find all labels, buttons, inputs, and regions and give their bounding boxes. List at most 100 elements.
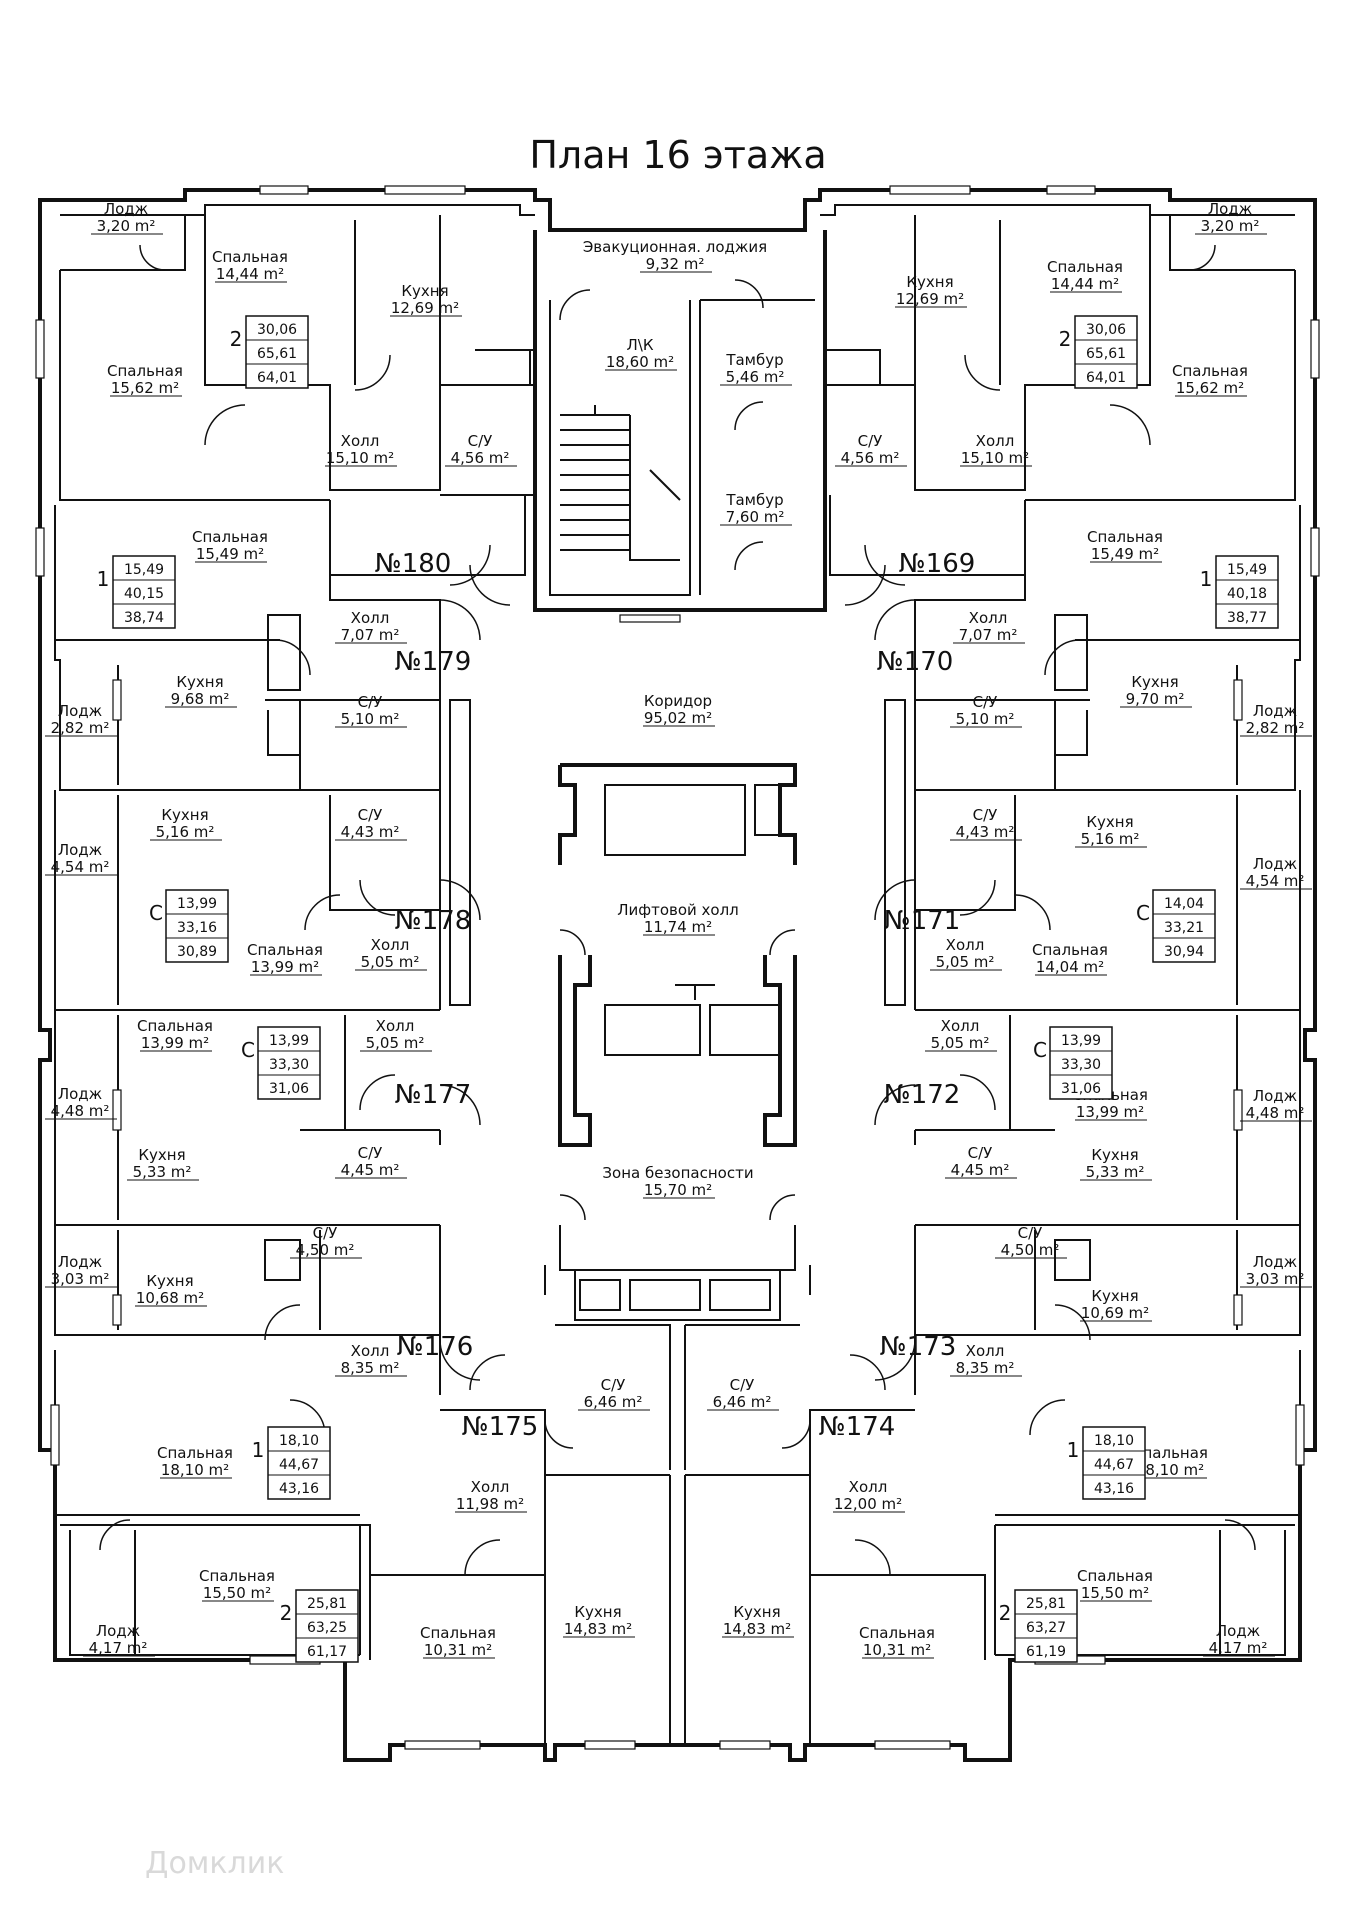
total-area: 63,25 [307, 1620, 347, 1636]
room-area: 15,70 m² [644, 1181, 712, 1199]
room-name: Тамбур [725, 491, 783, 509]
net-area: 43,16 [1094, 1481, 1134, 1497]
total-area: 33,30 [269, 1057, 309, 1073]
room-name: Холл [946, 936, 985, 954]
room-area: 15,50 m² [203, 1584, 271, 1602]
room-area: 11,74 m² [644, 918, 712, 936]
room-area: 4,50 m² [1001, 1241, 1060, 1259]
room-area: 14,44 m² [216, 265, 284, 283]
walls [38, 188, 1317, 1762]
room-area: 4,17 m² [89, 1639, 148, 1657]
room-count: 1 [1200, 567, 1213, 591]
room-name: С/У [968, 1144, 993, 1162]
room-name: Холл [969, 609, 1008, 627]
room-name: С/У [973, 806, 998, 824]
room-name: С/У [730, 1376, 755, 1394]
room-area: 4,43 m² [956, 823, 1015, 841]
living-area: 18,10 [279, 1433, 319, 1449]
room-name: Лодж [1208, 200, 1252, 218]
room-area: 6,46 m² [713, 1393, 772, 1411]
room-area: 4,43 m² [341, 823, 400, 841]
total-area: 33,30 [1061, 1057, 1101, 1073]
apartment-number: №172 [884, 1080, 961, 1110]
living-area: 30,06 [1086, 322, 1126, 338]
room-name: С/У [858, 432, 883, 450]
room-name: Спальная [1032, 941, 1108, 959]
room-area: 3,03 m² [51, 1270, 110, 1288]
room-area: 4,54 m² [1246, 872, 1305, 890]
room-name: Лодж [1253, 1253, 1297, 1271]
room-area: 4,56 m² [451, 449, 510, 467]
room-name: Холл [341, 432, 380, 450]
room-name: Спальная [420, 1624, 496, 1642]
room-name: Спальная [1047, 258, 1123, 276]
total-area: 33,21 [1164, 920, 1204, 936]
room-count: С [1033, 1038, 1047, 1062]
room-area: 8,35 m² [956, 1359, 1015, 1377]
room-name: Лодж [1253, 1087, 1297, 1105]
room-name: С/У [1018, 1224, 1043, 1242]
room-name: Лодж [58, 1085, 102, 1103]
room-name: Спальная [1077, 1567, 1153, 1585]
room-name: Кухня [1091, 1287, 1138, 1305]
room-area: 5,10 m² [956, 710, 1015, 728]
plan-title: План 16 этажа [529, 133, 826, 177]
room-area: 10,31 m² [424, 1641, 492, 1659]
room-area: 13,99 m² [1076, 1103, 1144, 1121]
info-box-frame [245, 315, 309, 389]
room-name: Спальная [199, 1567, 275, 1585]
net-area: 38,77 [1227, 610, 1267, 626]
room-label: С/У4,50 m² [290, 1224, 362, 1259]
apartment-number: №179 [395, 647, 472, 677]
room-area: 9,68 m² [171, 690, 230, 708]
room-area: 5,46 m² [726, 368, 785, 386]
room-area: 14,04 m² [1036, 958, 1104, 976]
info-box-frame [1049, 1026, 1113, 1100]
total-area: 63,27 [1026, 1620, 1066, 1636]
total-area: 44,67 [1094, 1457, 1134, 1473]
room-name: Спальная [212, 248, 288, 266]
room-name: Лодж [58, 702, 102, 720]
room-name: Лодж [58, 841, 102, 859]
room-area: 5,05 m² [366, 1034, 425, 1052]
room-area: 15,10 m² [326, 449, 394, 467]
net-area: 38,74 [124, 610, 164, 626]
room-area: 12,69 m² [896, 290, 964, 308]
room-count: 1 [1067, 1438, 1080, 1462]
room-area: 14,44 m² [1051, 275, 1119, 293]
room-label: С/У4,43 m² [335, 806, 407, 841]
room-label: С/У6,46 m² [578, 1376, 650, 1411]
living-area: 13,99 [269, 1033, 309, 1049]
room-name: Кухня [906, 273, 953, 291]
room-name: Кухня [401, 282, 448, 300]
room-area: 3,20 m² [1201, 217, 1260, 235]
living-area: 18,10 [1094, 1433, 1134, 1449]
room-name: Холл [941, 1017, 980, 1035]
info-box-frame [295, 1589, 359, 1663]
apartment-number: №175 [462, 1412, 539, 1442]
net-area: 30,89 [177, 944, 217, 960]
room-area: 5,05 m² [931, 1034, 990, 1052]
